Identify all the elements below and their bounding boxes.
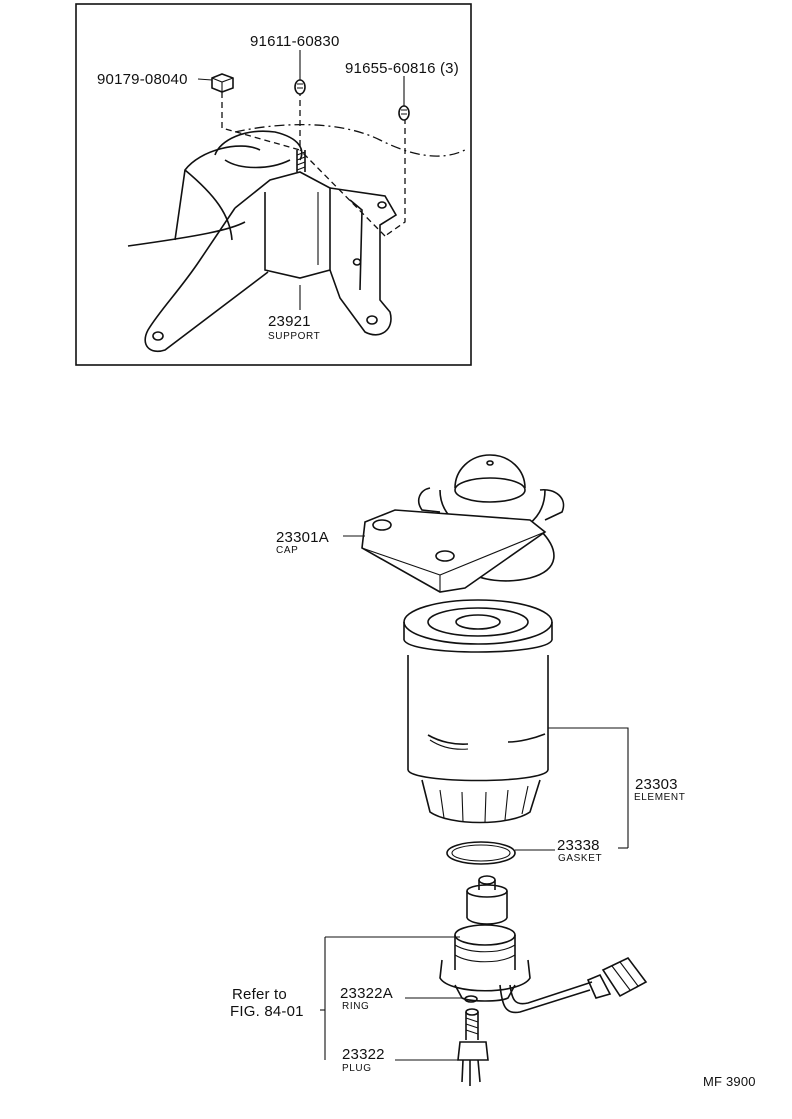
part-label-23921: 23921 [268, 313, 311, 330]
support-bracket-drawing [127, 90, 466, 352]
filter-element-drawing [403, 599, 553, 824]
part-name-element: ELEMENT [634, 792, 685, 803]
part-name-plug: PLUG [342, 1063, 372, 1074]
part-label-23322: 23322 [342, 1046, 385, 1063]
main-leaders [320, 535, 629, 1061]
sensor-assembly-drawing [439, 875, 648, 1086]
part-name-ring: RING [342, 1001, 369, 1012]
part-label-23322a: 23322A [340, 985, 393, 1002]
diagram-code: MF 3900 [703, 1074, 756, 1089]
part-label-23338: 23338 [557, 837, 600, 854]
part-label-91655-60816: 91655-60816 (3) [345, 60, 459, 77]
part-label-90179-08040: 90179-08040 [97, 71, 188, 88]
inset-leaders [197, 50, 405, 310]
part-label-23301a: 23301A [276, 529, 329, 546]
part-name-support: SUPPORT [268, 331, 320, 342]
part-name-gasket: GASKET [558, 853, 602, 864]
washer-bolt-icon [294, 79, 410, 121]
part-name-cap: CAP [276, 545, 298, 556]
refer-to-label: Refer to [232, 986, 287, 1003]
nut-icon [211, 73, 234, 93]
filter-cap-drawing [361, 454, 565, 593]
figure-reference-label: FIG. 84-01 [230, 1003, 304, 1020]
part-label-91611-60830: 91611-60830 [250, 33, 340, 50]
inset-frame [75, 3, 472, 366]
part-label-23303: 23303 [635, 776, 678, 793]
gasket-drawing [446, 841, 516, 865]
